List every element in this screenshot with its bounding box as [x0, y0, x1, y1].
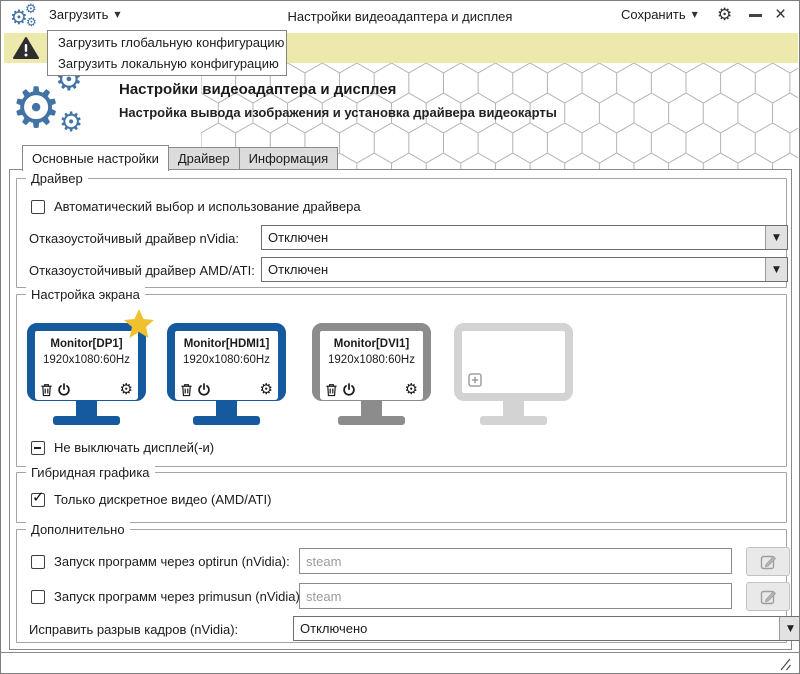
- monitor-gear-icon[interactable]: ⚙: [119, 380, 133, 398]
- group-driver-title: Драйвер: [26, 171, 88, 186]
- warning-icon: [13, 36, 39, 59]
- trash-icon[interactable]: [180, 383, 193, 397]
- add-monitor-icon[interactable]: [468, 373, 482, 387]
- optirun-command-input[interactable]: [299, 548, 732, 574]
- menu-item-load-global-config[interactable]: Загрузить глобальную конфигурацию: [58, 35, 285, 50]
- primary-star-icon: [124, 309, 154, 338]
- monitor-dvi1[interactable]: Monitor[DVI1] 1920x1080:60Hz ⚙: [312, 317, 431, 425]
- group-driver: Драйвер Автоматический выбор и использов…: [16, 171, 788, 288]
- monitor-gear-icon[interactable]: ⚙: [404, 380, 418, 398]
- group-screen-title: Настройка экрана: [26, 287, 145, 302]
- optirun-edit-button[interactable]: [746, 547, 790, 576]
- trash-icon[interactable]: [325, 383, 338, 397]
- auto-driver-checkbox-row: Автоматический выбор и использование дра…: [31, 199, 361, 214]
- group-hybrid-title: Гибридная графика: [26, 465, 155, 480]
- dropdown-arrow-icon[interactable]: ▼: [779, 617, 799, 640]
- status-bar: [1, 652, 799, 673]
- auto-driver-checkbox[interactable]: [31, 199, 45, 214]
- tearing-fix-select[interactable]: Отключено ▼: [293, 616, 799, 641]
- primusun-checkbox[interactable]: [31, 589, 45, 604]
- tab-information[interactable]: Информация: [238, 147, 339, 170]
- keep-display-on-checkbox[interactable]: [31, 440, 45, 455]
- chevron-down-icon: ▼: [114, 10, 121, 19]
- power-icon[interactable]: [57, 382, 71, 397]
- primusun-edit-button[interactable]: [746, 582, 790, 611]
- monitor-hdmi1[interactable]: Monitor[HDMI1] 1920x1080:60Hz ⚙: [167, 317, 286, 425]
- tab-page: Драйвер Автоматический выбор и использов…: [9, 169, 799, 650]
- primusun-row: Запуск программ через primusun (nVidia):: [31, 589, 303, 604]
- resize-grip[interactable]: [777, 658, 792, 671]
- app-gears-icon: ⚙ ⚙ ⚙: [10, 2, 37, 29]
- header-gears-icon: ⚙ ⚙ ⚙: [11, 62, 84, 141]
- monitor-name: Monitor[HDMI1]: [183, 338, 270, 350]
- group-screen: Настройка экрана Monitor[DP1] 1920x1080:…: [16, 287, 787, 467]
- monitor-gear-icon[interactable]: ⚙: [259, 380, 273, 398]
- discrete-video-row: ✓ Только дискретное видео (AMD/ATI): [31, 487, 272, 507]
- monitor-name: Monitor[DVI1]: [333, 338, 410, 350]
- nvidia-failsafe-select[interactable]: Отключен ▼: [261, 225, 788, 250]
- monitor-add-slot[interactable]: [454, 317, 573, 425]
- dropdown-arrow-icon[interactable]: ▼: [765, 226, 787, 249]
- page-title: Настройки видеоадаптера и дисплея: [119, 81, 397, 98]
- chevron-down-icon: ▼: [691, 10, 698, 19]
- title-bar: ⚙ ⚙ ⚙ Загрузить ▼ Настройки видеоадаптер…: [1, 1, 799, 31]
- page-subtitle: Настройка вывода изображения и установка…: [119, 105, 557, 120]
- minimize-button[interactable]: [749, 14, 762, 17]
- trash-icon[interactable]: [40, 383, 53, 397]
- power-icon[interactable]: [197, 382, 211, 397]
- load-menu-popup: Загрузить глобальную конфигурацию Загруз…: [47, 30, 287, 76]
- group-hybrid: Гибридная графика ✓ Только дискретное ви…: [16, 465, 787, 523]
- monitor-dp1[interactable]: Monitor[DP1] 1920x1080:60Hz ⚙: [27, 309, 154, 425]
- save-menu-button[interactable]: Сохранить ▼: [621, 7, 698, 22]
- tab-bar: Основные настройки Драйвер Информация: [22, 145, 339, 171]
- load-menu-button[interactable]: Загрузить ▼: [49, 7, 121, 22]
- monitor-resolution: 1920x1080:60Hz: [43, 354, 130, 366]
- primusun-command-input[interactable]: [299, 583, 732, 609]
- dropdown-arrow-icon[interactable]: ▼: [765, 258, 787, 281]
- group-additional: Дополнительно Запуск программ через opti…: [16, 522, 799, 643]
- optirun-checkbox[interactable]: [31, 554, 45, 569]
- tab-main-settings[interactable]: Основные настройки: [22, 145, 169, 171]
- discrete-video-checkbox[interactable]: ✓: [31, 487, 45, 507]
- menu-item-load-local-config[interactable]: Загрузить локальную конфигурацию: [58, 56, 279, 71]
- group-additional-title: Дополнительно: [26, 522, 130, 537]
- power-icon[interactable]: [342, 382, 356, 397]
- amd-failsafe-label: Отказоустойчивый драйвер AMD/ATI:: [29, 263, 255, 278]
- keep-display-on-row: Не выключать дисплей(-и): [31, 440, 214, 455]
- tearing-fix-label: Исправить разрыв кадров (nVidia):: [29, 622, 239, 637]
- optirun-row: Запуск программ через optirun (nVidia):: [31, 554, 290, 569]
- nvidia-failsafe-label: Отказоустойчивый драйвер nVidia:: [29, 231, 239, 246]
- edit-pencil-icon: [760, 590, 776, 605]
- settings-gear-icon[interactable]: ⚙: [717, 5, 733, 25]
- close-button[interactable]: ×: [775, 4, 787, 25]
- monitor-name: Monitor[DP1]: [50, 338, 123, 350]
- edit-pencil-icon: [760, 555, 776, 570]
- tab-driver[interactable]: Драйвер: [167, 147, 240, 170]
- amd-failsafe-select[interactable]: Отключен ▼: [261, 257, 788, 282]
- monitor-resolution: 1920x1080:60Hz: [183, 354, 270, 366]
- monitor-resolution: 1920x1080:60Hz: [328, 354, 415, 366]
- monitor-list: Monitor[DP1] 1920x1080:60Hz ⚙ Monitor[HD…: [27, 309, 782, 427]
- window-title: Настройки видеоадаптера и дисплея: [287, 9, 513, 24]
